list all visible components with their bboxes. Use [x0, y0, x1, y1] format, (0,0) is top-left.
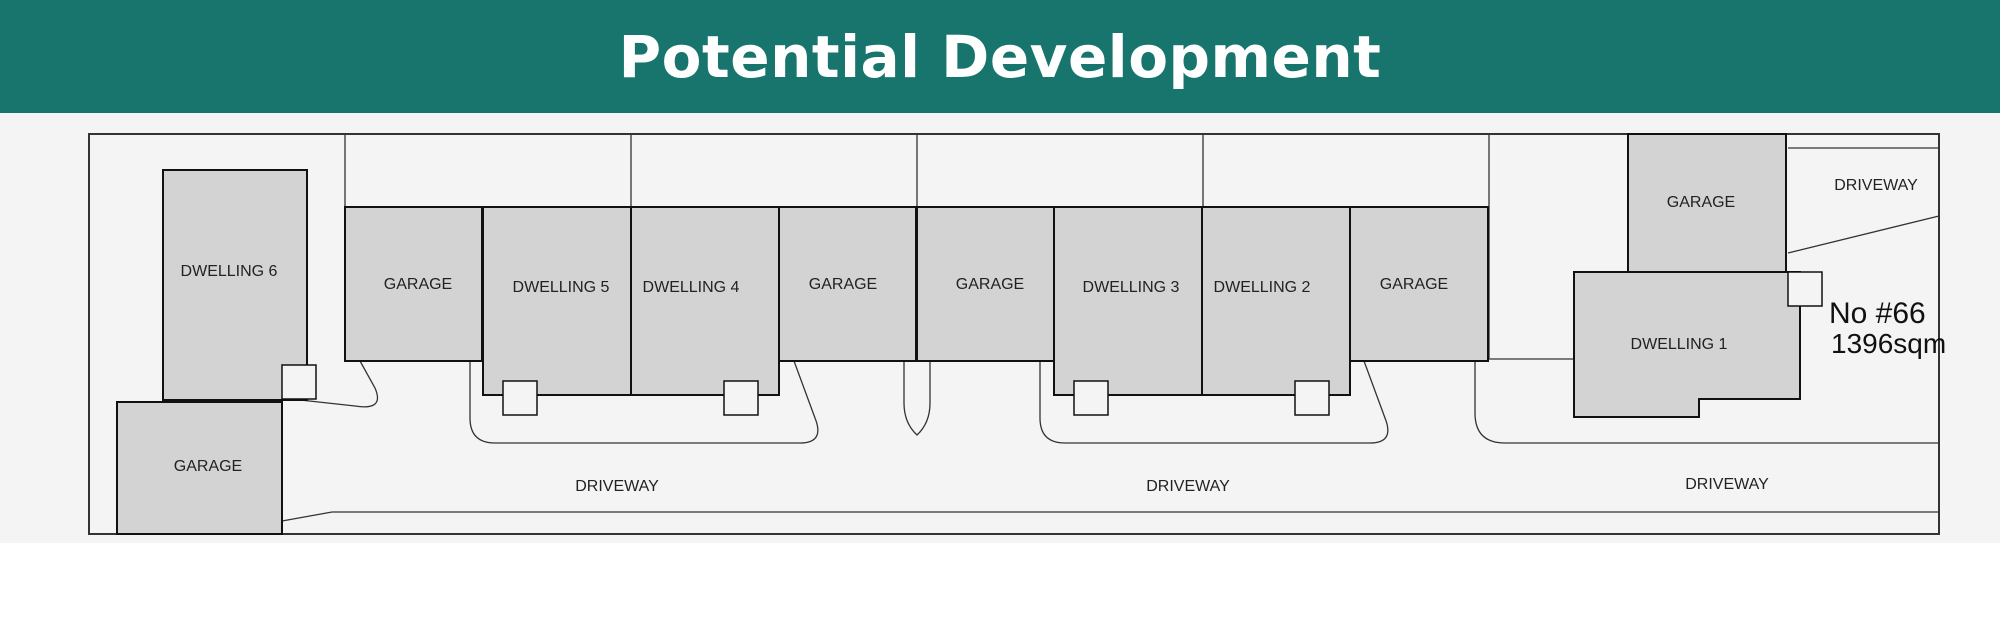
- lot-area: 1396sqm: [1831, 328, 1946, 359]
- lot-number: No #66: [1829, 297, 1926, 330]
- porch: [1073, 380, 1109, 416]
- dwelling-1-label: DWELLING 1: [1631, 336, 1728, 353]
- driveway-label: DRIVEWAY: [1834, 177, 1918, 194]
- driveway-label: DRIVEWAY: [1146, 478, 1230, 495]
- dwelling-6-label: DWELLING 6: [181, 263, 278, 280]
- garage-label: GARAGE: [174, 458, 242, 475]
- main-driveway-edge: [281, 511, 1939, 522]
- porch: [1787, 271, 1823, 307]
- site-plan-area: DWELLING 6 GARAGE GARAGE DWELLING 5 DWEL…: [0, 113, 2000, 543]
- driveway-label: DRIVEWAY: [1685, 476, 1769, 493]
- dwelling-3-label: DWELLING 3: [1083, 279, 1180, 296]
- garage-label: GARAGE: [1380, 276, 1448, 293]
- header-banner: Potential Development: [0, 0, 2000, 113]
- porch: [723, 380, 759, 416]
- dwelling-4-label: DWELLING 4: [643, 279, 740, 296]
- garage-label: GARAGE: [809, 276, 877, 293]
- dwelling-5: [482, 206, 632, 396]
- access-path-middle: [903, 361, 931, 436]
- driveway-1-edge: [1474, 359, 1939, 444]
- driveway-1-upper-edge: [1787, 215, 1940, 254]
- garage-label: GARAGE: [956, 276, 1024, 293]
- garage-6: [116, 401, 283, 535]
- garage-label: GARAGE: [384, 276, 452, 293]
- garage-2: [1349, 206, 1489, 362]
- access-path-6: [281, 360, 379, 408]
- lot-boundary: [88, 133, 1940, 535]
- garage-3: [916, 206, 1055, 362]
- porch: [1294, 380, 1330, 416]
- site-plan: DWELLING 6 GARAGE GARAGE DWELLING 5 DWEL…: [88, 133, 1946, 535]
- porch: [502, 380, 538, 416]
- dwelling-3: [1053, 206, 1203, 396]
- access-path-3-2: [1039, 360, 1389, 444]
- dwelling-6: [162, 169, 308, 401]
- garage-label: GARAGE: [1667, 194, 1735, 211]
- dwelling-2-label: DWELLING 2: [1214, 279, 1311, 296]
- dwelling-4: [630, 206, 780, 396]
- access-path-5-4: [469, 360, 819, 444]
- porch: [281, 364, 317, 400]
- driveway-label: DRIVEWAY: [575, 478, 659, 495]
- dwelling-5-label: DWELLING 5: [513, 279, 610, 296]
- page-title: Potential Development: [618, 22, 1382, 91]
- garage-1: [1627, 133, 1787, 273]
- dwelling-2: [1201, 206, 1351, 396]
